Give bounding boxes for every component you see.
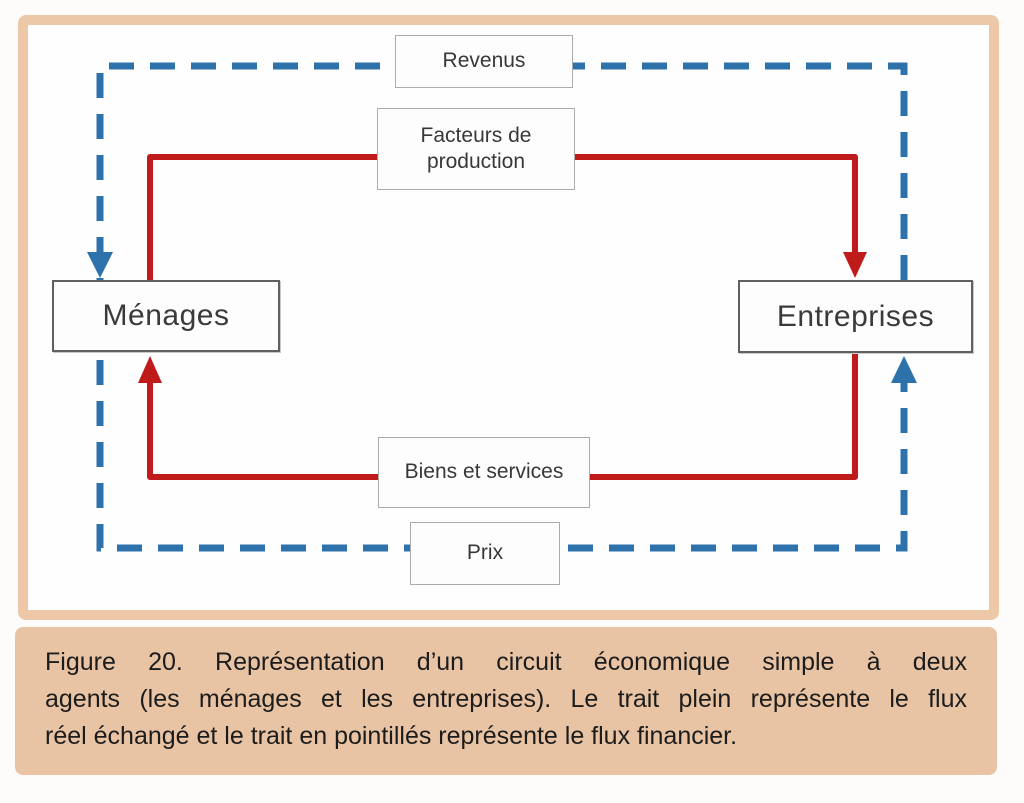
node-menages: Ménages	[52, 280, 280, 352]
entreprises-label: Entreprises	[776, 299, 935, 333]
financial-flow-dashed-path	[96, 62, 908, 552]
flow-label-revenus: Revenus	[395, 35, 573, 88]
flow-label-biens-et-services: Biens et services	[378, 437, 590, 508]
facteurs-label: Facteurs de production	[420, 123, 532, 173]
figure-caption: Figure 20. Représentation d’un circuit é…	[15, 627, 997, 775]
caption-line-1: Figure 20. Représentation d’un circuit é…	[45, 648, 967, 676]
facteurs-arrowhead-down	[843, 252, 867, 278]
flow-label-prix: Prix	[410, 522, 560, 585]
biens-arrowhead-up	[138, 356, 162, 383]
menages-label: Ménages	[102, 299, 230, 332]
biens-label: Biens et services	[404, 460, 564, 484]
caption-line-2: agents (les ménages et les entreprises).…	[45, 685, 967, 713]
caption-line-3: réel échangé et le trait en pointillés r…	[45, 722, 738, 750]
flow-label-facteurs-de-production: Facteurs de production	[377, 108, 575, 190]
prix-label: Prix	[466, 541, 504, 565]
prix-arrowhead-up	[891, 356, 917, 383]
revenus-label: Revenus	[442, 49, 526, 73]
node-entreprises: Entreprises	[738, 280, 973, 353]
revenus-arrowhead-down	[87, 252, 113, 278]
